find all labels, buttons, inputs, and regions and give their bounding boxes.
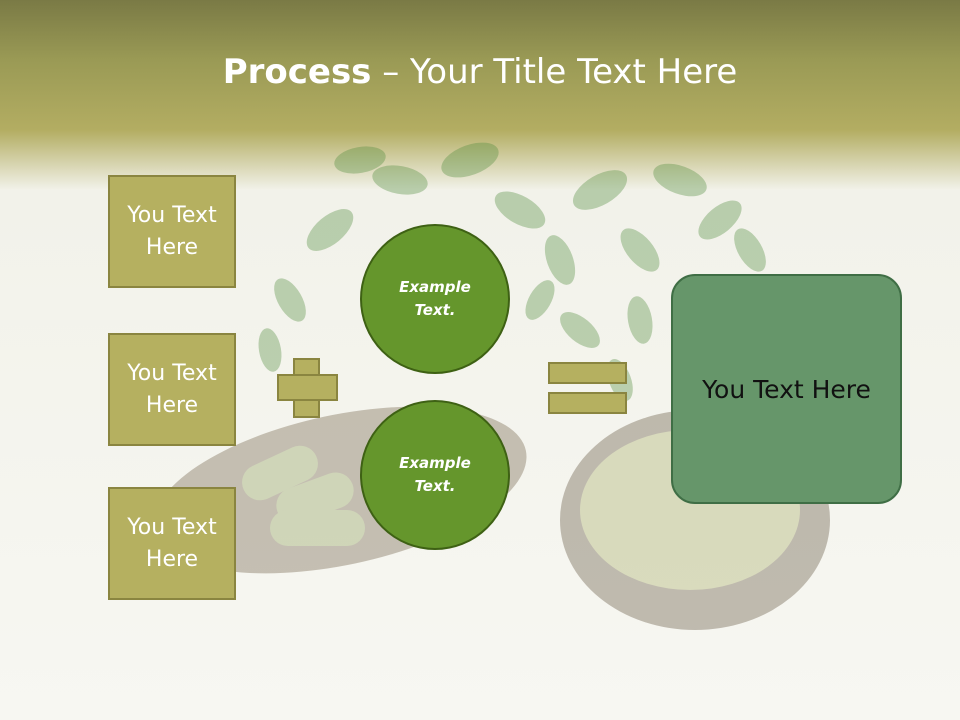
slide-title: Process – Your Title Text Here [0, 52, 960, 92]
example-circle-1[interactable]: Example Text. [360, 224, 510, 374]
title-rest: – Your Title Text Here [371, 52, 738, 92]
title-bold: Process [222, 52, 372, 92]
text-box-3[interactable]: You Text Here [108, 487, 236, 600]
result-box[interactable]: You Text Here [671, 274, 902, 504]
text-box-1[interactable]: You Text Here [108, 175, 236, 288]
text-box-2[interactable]: You Text Here [108, 333, 236, 446]
example-circle-2[interactable]: Example Text. [360, 400, 510, 550]
